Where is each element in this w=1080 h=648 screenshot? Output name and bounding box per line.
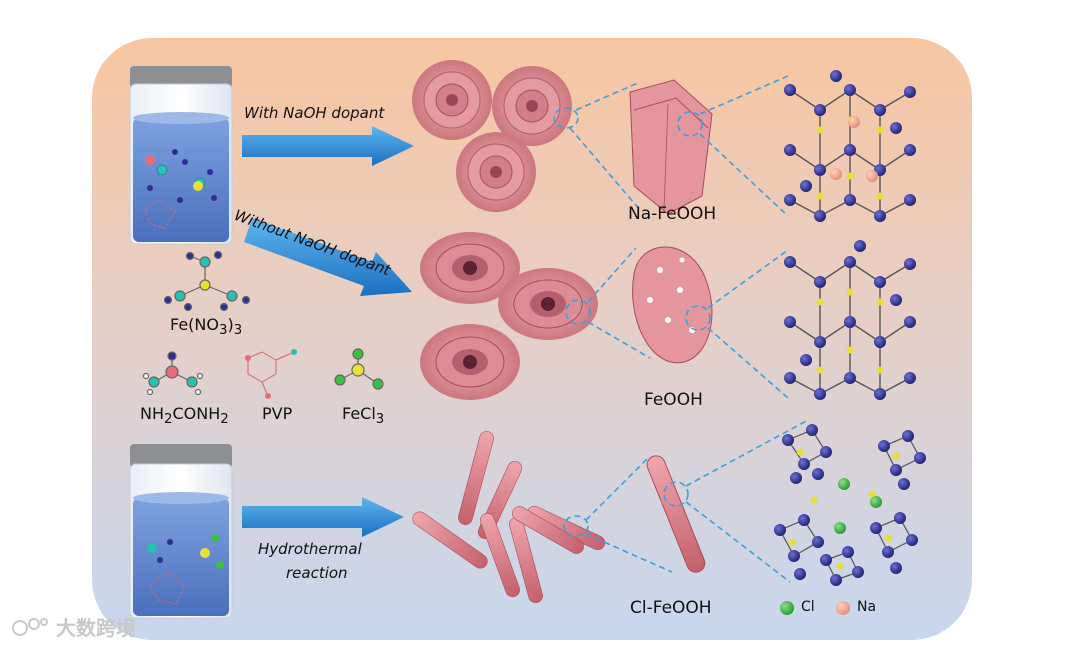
cl-feooh-crystal-structure: [774, 424, 926, 586]
watermark-text: 大数跨境: [56, 616, 136, 640]
label-with-naoh: With NaOH dopant: [244, 104, 385, 122]
na-feooh-crystal-structure: [784, 70, 916, 222]
label-na-feooh: Na-FeOOH: [628, 204, 717, 224]
na-feooh-particle: [629, 79, 713, 215]
label-fecl3: FeCl3: [342, 404, 385, 428]
urea-molecule: [142, 351, 204, 396]
label-reaction: reaction: [286, 564, 348, 582]
label-fe-nitrate: Fe(NO3)3: [170, 315, 243, 339]
beaker-bottom: [129, 444, 233, 619]
label-pvp: PVP: [262, 404, 293, 423]
fecl3-molecule: [334, 348, 384, 390]
legend-na-marker: [836, 601, 850, 615]
legend-cl-label: Cl: [801, 599, 815, 615]
zoom-lines: [553, 75, 809, 583]
watermark-logo-icon: [12, 618, 48, 636]
arrow-with-naoh: [242, 126, 414, 166]
background-panel: [92, 38, 972, 640]
na-feooh-flower-cluster: [412, 60, 572, 212]
feooh-crystal-structure: [784, 240, 916, 400]
label-feooh: FeOOH: [644, 390, 703, 410]
cl-feooh-particle: [646, 455, 706, 573]
beaker-top: [129, 66, 233, 245]
legend-cl-marker: [780, 601, 794, 615]
arrow-hydrothermal: [242, 497, 404, 537]
label-cl-feooh: Cl-FeOOH: [630, 598, 712, 618]
arrow-without-naoh: [244, 218, 412, 296]
pvp-molecule: [245, 349, 297, 399]
feooh-flower-cluster: [420, 232, 598, 400]
feooh-particle: [632, 246, 713, 364]
fe-nitrate-molecule: [163, 250, 251, 312]
cl-feooh-rods: [412, 431, 606, 604]
label-urea: NH2CONH2: [140, 404, 229, 428]
label-hydrothermal: Hydrothermal: [258, 540, 362, 558]
legend-na-label: Na: [857, 599, 877, 615]
